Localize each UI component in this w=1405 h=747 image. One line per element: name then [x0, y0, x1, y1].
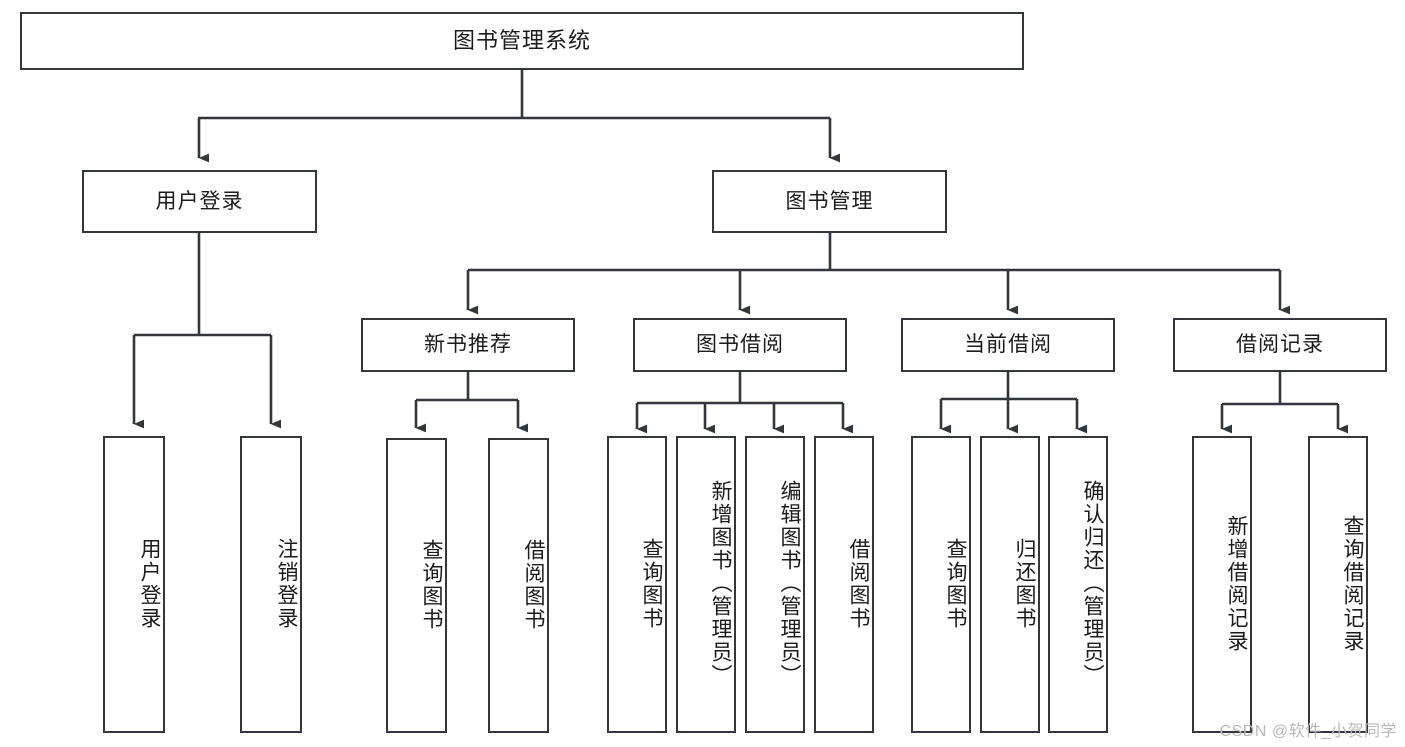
- node-user-login[interactable]: 用户登录: [82, 170, 317, 233]
- node-root-label: 图书管理系统: [452, 27, 591, 53]
- leaf-user-login-login[interactable]: 用户登录: [103, 436, 165, 733]
- node-borrow-record-label: 借阅记录: [1236, 333, 1324, 357]
- leaf-borrow-book-query-label: 查询图书: [640, 537, 663, 630]
- leaf-borrow-record-add[interactable]: 新增借阅记录: [1192, 436, 1252, 733]
- leaf-borrow-book-add[interactable]: 新增图书（管理员）: [676, 436, 736, 733]
- node-user-login-label: 用户登录: [155, 189, 244, 213]
- leaf-new-book-query[interactable]: 查询图书: [386, 438, 447, 733]
- leaf-current-borrow-confirm-label: 确认归还（管理员）: [1081, 480, 1104, 687]
- leaf-borrow-book-borrow[interactable]: 借阅图书: [814, 436, 874, 733]
- leaf-user-login-login-label: 用户登录: [138, 537, 161, 630]
- leaf-current-borrow-query-label: 查询图书: [944, 537, 967, 630]
- leaf-current-borrow-return[interactable]: 归还图书: [980, 436, 1040, 733]
- leaf-borrow-record-query-label: 查询借阅记录: [1341, 514, 1364, 653]
- leaf-new-book-borrow[interactable]: 借阅图书: [488, 438, 549, 733]
- node-book-borrow-label: 图书借阅: [696, 333, 784, 357]
- leaf-borrow-book-add-label: 新增图书（管理员）: [709, 480, 732, 687]
- node-new-book-recommend-label: 新书推荐: [424, 333, 512, 357]
- leaf-new-book-borrow-label: 借阅图书: [522, 538, 545, 631]
- watermark: CSDN @软件_小贺同学: [1219, 723, 1397, 740]
- node-current-borrow-label: 当前借阅: [964, 333, 1052, 357]
- node-root[interactable]: 图书管理系统: [20, 12, 1024, 70]
- leaf-current-borrow-query[interactable]: 查询图书: [911, 436, 971, 733]
- node-book-manage[interactable]: 图书管理: [712, 170, 947, 233]
- leaf-borrow-record-query[interactable]: 查询借阅记录: [1308, 436, 1368, 733]
- leaf-borrow-book-edit-label: 编辑图书（管理员）: [778, 480, 801, 687]
- leaf-borrow-book-edit[interactable]: 编辑图书（管理员）: [745, 436, 805, 733]
- node-current-borrow[interactable]: 当前借阅: [901, 318, 1115, 372]
- node-borrow-record[interactable]: 借阅记录: [1173, 318, 1387, 372]
- leaf-current-borrow-return-label: 归还图书: [1013, 537, 1036, 630]
- leaf-borrow-book-query[interactable]: 查询图书: [607, 436, 667, 733]
- leaf-current-borrow-confirm[interactable]: 确认归还（管理员）: [1048, 436, 1108, 733]
- node-book-borrow[interactable]: 图书借阅: [633, 318, 847, 372]
- leaf-new-book-query-label: 查询图书: [420, 538, 443, 631]
- leaf-borrow-record-add-label: 新增借阅记录: [1225, 514, 1248, 653]
- leaf-user-login-logout[interactable]: 注销登录: [240, 436, 302, 733]
- leaf-borrow-book-borrow-label: 借阅图书: [847, 537, 870, 630]
- leaf-user-login-logout-label: 注销登录: [275, 537, 298, 630]
- node-new-book-recommend[interactable]: 新书推荐: [361, 318, 575, 372]
- node-book-manage-label: 图书管理: [785, 189, 874, 213]
